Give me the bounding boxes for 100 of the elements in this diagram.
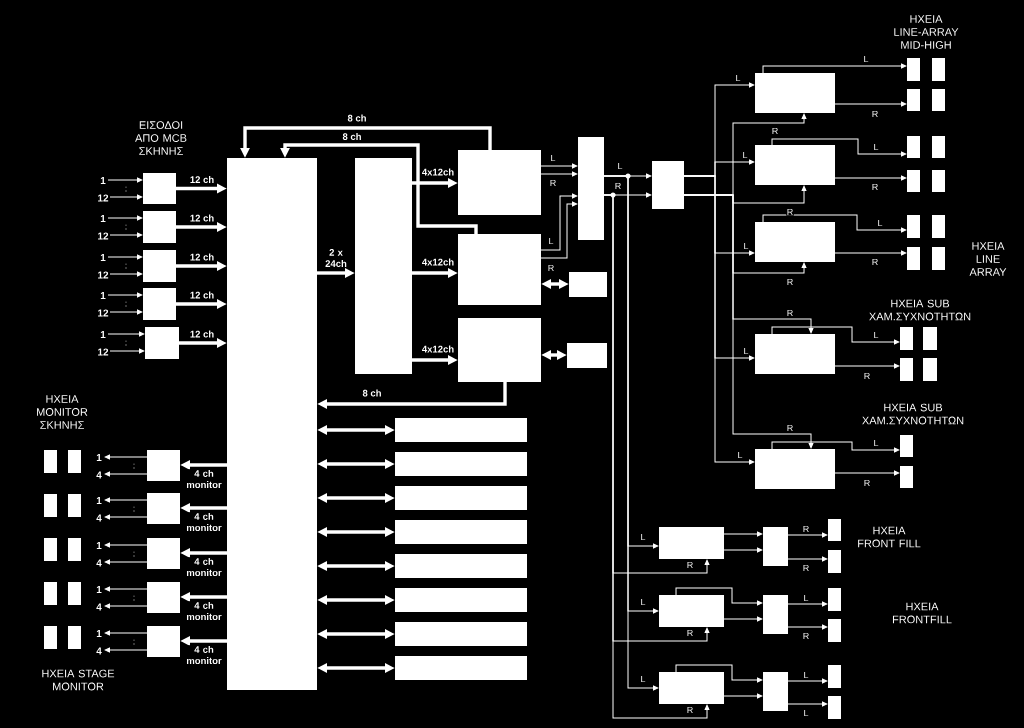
speaker-box: [828, 519, 841, 541]
ellipsis-mark: :: [125, 301, 127, 307]
speaker-box: [44, 626, 57, 649]
device-box: [659, 672, 724, 704]
edge-label: L: [872, 143, 880, 151]
arrow: [107, 177, 143, 183]
device-box: [755, 145, 835, 185]
speaker-box: [900, 358, 913, 381]
speaker-box: [907, 89, 920, 111]
edge-label: L: [639, 675, 647, 683]
arrow: [109, 309, 143, 315]
arrow: [104, 586, 148, 592]
device-box: [143, 211, 176, 243]
speaker-box: [932, 58, 945, 81]
speaker-box: [44, 582, 57, 605]
edge-label: R: [802, 564, 810, 572]
group-label: ΗΧΕΙΑ STAGE MONITOR: [42, 669, 115, 691]
arrow: [540, 171, 578, 177]
arrow: [787, 624, 828, 630]
device-box: [143, 250, 176, 282]
edge-label: R: [863, 479, 871, 487]
arrow: [107, 254, 143, 260]
speaker-box: [932, 136, 945, 158]
group-label: ΗΧΕΙΑ SUB ΧΑΜ.ΣΥΧΝΟΤΗΤΩΝ: [869, 299, 971, 321]
speaker-box: [932, 170, 945, 192]
speaker-box: [68, 538, 81, 561]
device-box: [763, 672, 788, 711]
device-box: [395, 622, 527, 646]
channel-number: 12: [98, 309, 109, 317]
ellipsis-mark: :: [133, 506, 135, 512]
speaker-box: [932, 247, 945, 270]
device-box: [395, 452, 527, 476]
speaker-box: [900, 466, 913, 488]
device-box: [569, 272, 607, 297]
edge-label: R: [786, 309, 794, 317]
channel-number: 1: [100, 215, 106, 222]
speaker-box: [907, 215, 920, 238]
arrow: [787, 601, 828, 607]
channel-number: 12: [98, 232, 109, 240]
edge-label: 12 ch: [189, 213, 215, 223]
arrow: [104, 630, 148, 636]
ellipsis-mark: :: [125, 186, 127, 192]
arrow: [104, 647, 148, 653]
edge-label: R: [802, 525, 810, 533]
edge-label: R: [549, 179, 557, 187]
arrow: [834, 363, 900, 369]
arrow: [107, 331, 145, 337]
ellipsis-mark: :: [133, 463, 135, 469]
device-box: [659, 595, 724, 627]
edge-label: R: [871, 258, 879, 266]
device-box: [578, 137, 604, 240]
device-box: [567, 343, 607, 368]
speaker-box: [923, 358, 937, 381]
arrow: [771, 138, 907, 157]
device-box: [395, 588, 527, 612]
arrow: [723, 531, 763, 537]
device-box: [145, 327, 179, 359]
arrow: [280, 143, 478, 234]
device-box: [755, 222, 835, 262]
group-label: ΕΙΣΟΔΟΙ ΑΠΟ MCB ΣΚΗΝΗΣ: [135, 121, 187, 155]
channel-number: 4: [96, 559, 102, 567]
group-label: ΗΧΕΙΑ SUB ΧΑΜ.ΣΥΧΝΟΤΗΤΩΝ: [862, 403, 964, 425]
arrow: [540, 201, 578, 259]
channel-number: 4: [96, 514, 102, 522]
channel-number: 4: [96, 471, 102, 479]
device-box: [458, 150, 541, 215]
speaker-box: [900, 327, 913, 350]
ellipsis-mark: :: [125, 263, 127, 269]
speaker-box: [68, 626, 81, 649]
edge-label: 2 x 24ch: [322, 248, 350, 268]
edge-label: L: [876, 219, 884, 227]
channel-number: 1: [96, 542, 102, 549]
edge-label: R: [547, 264, 555, 272]
device-box: [355, 158, 412, 374]
edge-label: R: [786, 424, 794, 432]
device-box: [395, 418, 527, 442]
edge-label: L: [616, 162, 624, 170]
speaker-box: [900, 435, 913, 457]
edge-label: L: [802, 671, 810, 679]
arrow: [107, 292, 143, 298]
arrow: [762, 214, 907, 233]
arrow: [723, 547, 763, 553]
device-box: [147, 450, 180, 481]
speaker-box: [828, 696, 841, 719]
edge-label: R: [871, 110, 879, 118]
device-box: [147, 626, 180, 657]
arrow: [771, 326, 900, 345]
arrow: [762, 63, 907, 74]
arrow: [834, 101, 907, 107]
arrow: [109, 232, 143, 238]
edge-label: 4x12ch: [421, 167, 455, 177]
ellipsis-mark: :: [125, 224, 127, 230]
arrow: [787, 701, 828, 707]
edge-label: L: [802, 594, 810, 602]
channel-number: 1: [96, 497, 102, 504]
arrow: [675, 587, 763, 606]
channel-number: 4: [96, 647, 102, 655]
device-box: [227, 158, 317, 690]
edge-label: L: [742, 242, 750, 250]
ellipsis-mark: :: [133, 639, 135, 645]
